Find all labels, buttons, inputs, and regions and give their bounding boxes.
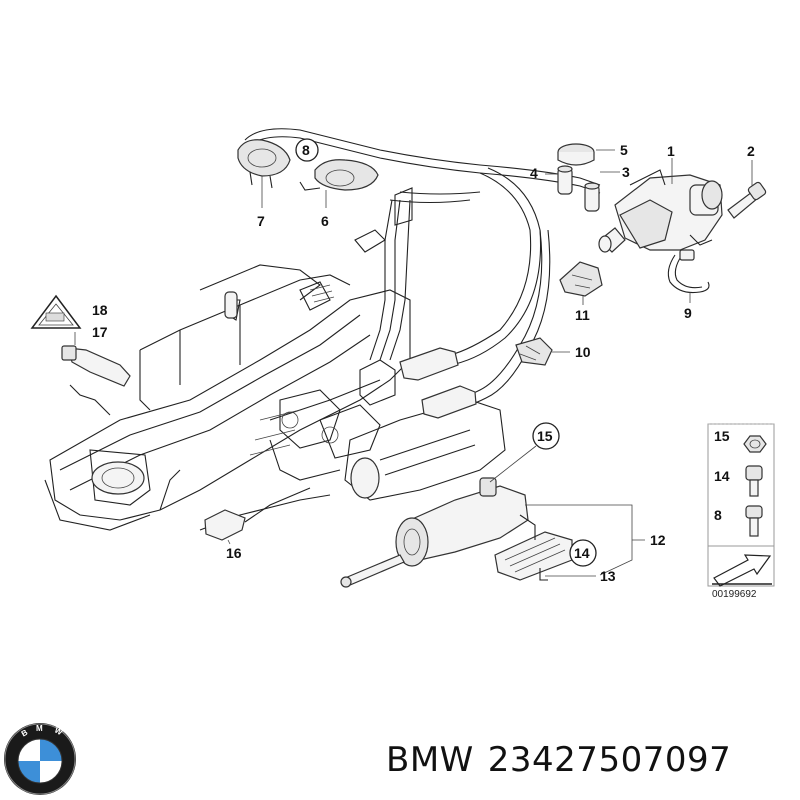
callout-1: 1 [667,143,675,159]
part-2-bolt [727,181,767,219]
brand-name: BMW [386,740,474,780]
callout-15: 15 [537,428,553,444]
callout-17: 17 [92,324,108,340]
part-5-cap [557,143,595,166]
line-connectors [399,347,477,419]
part-1-pump [598,169,723,253]
part-11-clip [559,261,603,297]
part-4-sleeve [557,165,573,195]
warning-triangle-icon [30,294,82,329]
callout-4: 4 [530,165,538,181]
legend-panel: 15 14 8 [707,423,775,587]
callout-16: 16 [226,545,242,561]
callout-2: 2 [747,143,755,159]
part-16-switch [204,487,311,541]
callout-6: 6 [321,213,329,229]
callout-8-circle [295,138,319,162]
part-17-sensor [61,345,131,416]
part-7-mount [237,139,291,189]
part-6-mount [299,159,379,191]
transmission-housing [44,187,506,531]
part-12-cylinder [340,477,573,588]
callout-9: 9 [684,305,692,321]
callout-14: 14 [574,545,590,561]
part-number: 23427507097 [487,740,732,780]
bmw-logo-icon: B M W [4,723,76,795]
svg-text:W: W [53,726,64,738]
legend-8: 8 [714,507,722,523]
hydraulic-lines [244,128,601,409]
svg-text:M: M [36,724,43,733]
callout-11: 11 [575,307,590,323]
arrow-icon [712,554,772,587]
callout-8: 8 [302,142,310,158]
callout-13: 13 [600,568,616,584]
callout-14-circle [569,539,597,567]
callout-15-circle [532,422,560,450]
callout-3: 3 [622,164,630,180]
part-9-cable [667,249,710,294]
diagram-code: 00199692 [712,589,757,600]
callout-5: 5 [620,142,628,158]
callout-7: 7 [257,213,265,229]
callout-18: 18 [92,302,108,318]
callout-12: 12 [650,532,666,548]
callout-10: 10 [575,344,591,360]
svg-text:B: B [20,728,30,739]
part-10-clip [515,337,553,366]
part-3-sleeve [584,182,600,212]
brand-part-number: BMW 23427507097 [386,740,745,780]
legend-15: 15 [714,428,730,444]
legend-14: 14 [714,468,730,484]
callouts: 1 2 5 3 4 8 7 6 9 11 10 18 17 [74,138,755,584]
